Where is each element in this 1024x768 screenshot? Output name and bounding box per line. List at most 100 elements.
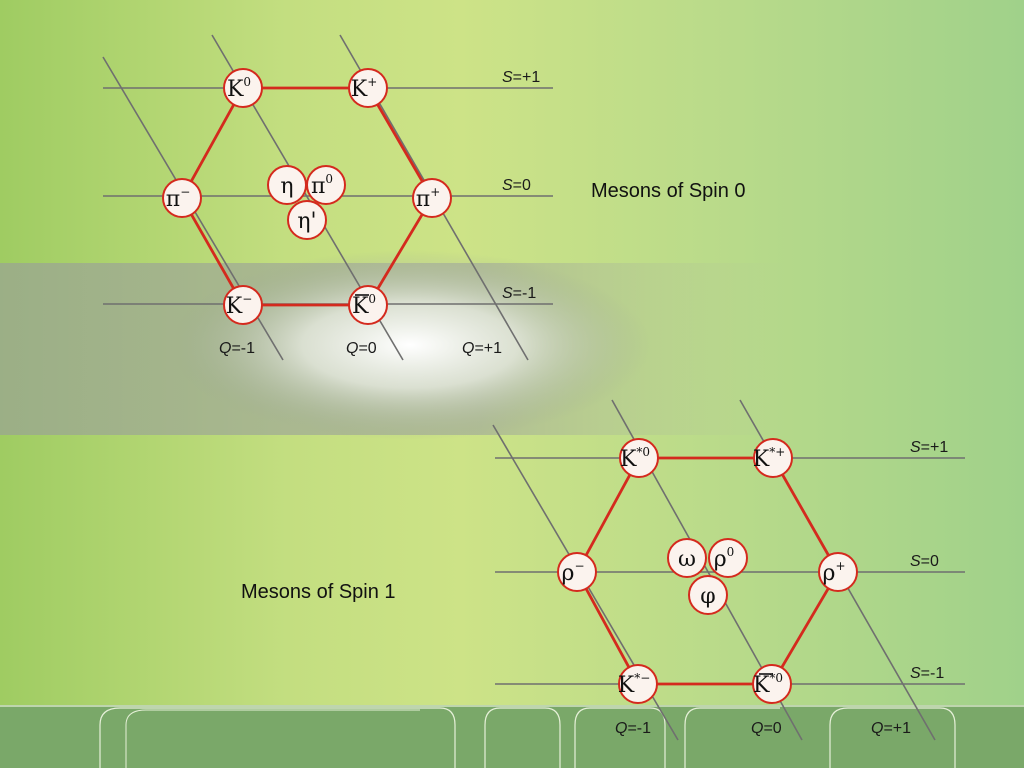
strangeness-label-2: S=-1: [502, 285, 536, 302]
shadow-glow: [170, 250, 650, 440]
strangeness-label-0: S=+1: [502, 69, 540, 86]
particle-superscript: +: [430, 185, 440, 199]
particle-circle: [557, 552, 597, 592]
particle-name: η: [280, 174, 293, 199]
particle-symbol: K0: [352, 292, 376, 319]
particle-name: K: [618, 673, 635, 698]
strangeness-label-value: =+1: [921, 439, 949, 456]
particle-superscript: +: [835, 559, 845, 573]
charge-label-value: =-1: [231, 340, 255, 357]
particle-node-5: φ: [688, 575, 728, 615]
particle-circle: [162, 178, 202, 218]
strangeness-label-var: S: [910, 553, 921, 570]
charge-label-value: =0: [763, 720, 781, 737]
particle-circle: [412, 178, 452, 218]
charge-label-1: Q=0: [346, 340, 377, 357]
particle-node-8: K0: [348, 285, 388, 325]
strangeness-label-value: =-1: [921, 665, 945, 682]
charge-label-var: Q: [219, 340, 231, 357]
charge-label-var: Q: [751, 720, 763, 737]
particle-superscript: *+: [769, 445, 785, 459]
particle-name: K: [351, 77, 368, 102]
particle-circle: [753, 438, 793, 478]
strangeness-label-0: S=+1: [910, 439, 948, 456]
charge-label-value: =+1: [883, 720, 911, 737]
particle-circle: [223, 68, 263, 108]
particle-superscript: *−: [634, 671, 650, 685]
strangeness-label-var: S: [502, 177, 513, 194]
particle-symbol: π+: [416, 185, 441, 212]
particle-symbol: φ: [700, 584, 715, 609]
particle-circle: [287, 200, 327, 240]
particle-superscript: −: [242, 292, 252, 306]
particle-node-7: K−: [223, 285, 263, 325]
particle-node-4: π0: [306, 165, 346, 205]
particle-node-4: ρ0: [708, 538, 748, 578]
particle-name: ω: [678, 547, 696, 572]
charge-label-0: Q=-1: [219, 340, 255, 357]
charge-label-2: Q=+1: [871, 720, 911, 737]
particle-circle: [818, 552, 858, 592]
particle-name: K: [226, 294, 243, 319]
strangeness-label-value: =+1: [513, 69, 541, 86]
particle-circle: [306, 165, 346, 205]
strangeness-label-2: S=-1: [910, 665, 944, 682]
charge-label-var: Q: [346, 340, 358, 357]
particle-name: π: [311, 174, 325, 199]
particle-symbol: ω: [678, 547, 696, 572]
particle-node-5: η': [287, 200, 327, 240]
particle-circle: [619, 438, 659, 478]
strangeness-label-var: S: [910, 439, 921, 456]
particle-superscript: *0: [636, 445, 650, 459]
particle-symbol: K*−: [618, 671, 651, 698]
charge-label-var: Q: [462, 340, 474, 357]
particle-superscript: 0: [243, 75, 251, 89]
particle-circle: [223, 285, 263, 325]
particle-symbol: π0: [311, 172, 333, 199]
particle-node-6: ρ+: [818, 552, 858, 592]
strangeness-label-var: S: [502, 285, 513, 302]
spin0-caption: Mesons of Spin 0: [591, 180, 746, 202]
charge-label-1: Q=0: [751, 720, 782, 737]
footer-decoration: [0, 705, 1024, 768]
charge-label-value: =0: [358, 340, 376, 357]
particle-node-1: K+: [348, 68, 388, 108]
charge-label-2: Q=+1: [462, 340, 502, 357]
particle-name: K: [753, 447, 770, 472]
strangeness-label-value: =0: [921, 553, 939, 570]
particle-symbol: ρ0: [714, 545, 735, 572]
charge-label-var: Q: [871, 720, 883, 737]
strangeness-label-var: S: [502, 69, 513, 86]
particle-name: K: [753, 673, 770, 698]
charge-label-var: Q: [615, 720, 627, 737]
particle-node-8: K*0: [752, 664, 792, 704]
particle-superscript: −: [180, 185, 190, 199]
spin1-caption: Mesons of Spin 1: [241, 581, 396, 603]
particle-name: K: [227, 77, 244, 102]
particle-name: K: [352, 294, 369, 319]
particle-name: ρ: [562, 561, 575, 586]
strangeness-label-1: S=0: [910, 553, 939, 570]
particle-node-0: K0: [223, 68, 263, 108]
particle-node-3: ω: [667, 538, 707, 578]
particle-symbol: K−: [226, 292, 253, 319]
particle-superscript: +: [367, 75, 377, 89]
particle-node-2: π−: [162, 178, 202, 218]
strangeness-label-value: =-1: [513, 285, 537, 302]
particle-circle: [667, 538, 707, 578]
particle-node-0: K*0: [619, 438, 659, 478]
charge-label-value: =-1: [627, 720, 651, 737]
particle-circle: [618, 664, 658, 704]
particle-node-3: η: [267, 165, 307, 205]
particle-superscript: −: [574, 559, 584, 573]
particle-symbol: ρ−: [562, 559, 585, 586]
particle-symbol: K*0: [753, 671, 783, 698]
particle-superscript: *0: [769, 671, 783, 685]
particle-name: K: [620, 447, 637, 472]
particle-circle: [688, 575, 728, 615]
particle-symbol: ρ+: [823, 559, 846, 586]
particle-symbol: K*0: [620, 445, 650, 472]
charge-label-value: =+1: [474, 340, 502, 357]
